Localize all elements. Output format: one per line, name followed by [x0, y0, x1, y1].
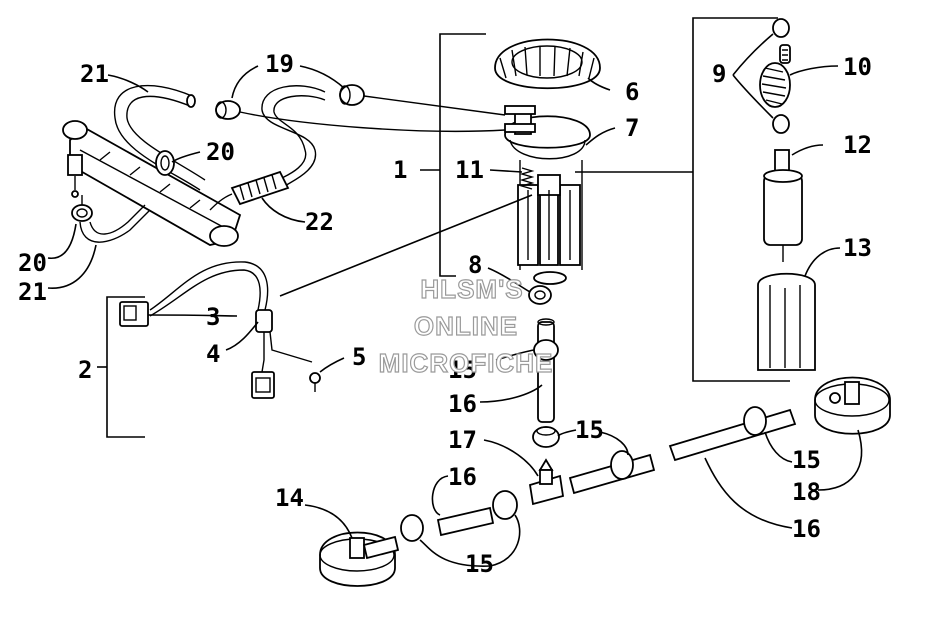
- callout-21-lower: 21: [18, 278, 47, 306]
- fuel-rail: [62, 120, 242, 247]
- callout-labels: 1 2 3 4 5 6 7 8 9 10 11 12 13 14 15 15 1…: [18, 50, 872, 578]
- fuel-line: [363, 95, 506, 116]
- callout-22: 22: [305, 208, 334, 236]
- watermark-line-3: MICROFICHE: [379, 348, 554, 378]
- connector-3: [119, 301, 149, 327]
- tee-fitting-17: [528, 458, 565, 506]
- callout-16-right: 16: [792, 515, 821, 543]
- callout-21-upper: 21: [80, 60, 109, 88]
- outlet-fitting-18: [814, 376, 891, 435]
- inlet-fitting-14: [319, 531, 400, 587]
- callout-5: 5: [352, 343, 366, 371]
- lock-ring-6: [494, 38, 601, 90]
- hose-clamp-20-lower: [71, 195, 93, 222]
- callout-15-right: 15: [792, 446, 821, 474]
- pump-flange-7: [504, 105, 591, 160]
- sleeve-15-left: [400, 514, 424, 542]
- spring-11: [519, 167, 535, 190]
- watermark-line-2: ONLINE: [414, 311, 518, 341]
- callout-8: 8: [468, 251, 482, 279]
- clamp-8: [528, 285, 552, 305]
- assembly-bracket-2: [97, 296, 145, 438]
- cap-9-lower: [772, 114, 790, 134]
- pump-sleeve-13: [757, 272, 816, 371]
- callout-12: 12: [843, 131, 872, 159]
- callout-3: 3: [206, 303, 220, 331]
- callout-16-left: 16: [448, 463, 477, 491]
- cap-9-upper: [772, 18, 790, 38]
- sleeve-15-mid: [492, 490, 518, 520]
- callout-20-upper: 20: [206, 138, 235, 166]
- wire-harness-4: [149, 194, 533, 373]
- hose-16-left: [436, 506, 495, 537]
- sleeve-15-right: [743, 406, 767, 436]
- fuel-pump-12: [763, 149, 803, 262]
- callout-16-vertical: 16: [448, 390, 477, 418]
- callout-4: 4: [206, 340, 220, 368]
- pump-bracket-assembly: [517, 160, 583, 285]
- callout-2: 2: [78, 356, 92, 384]
- hose-clamp-20-upper: [155, 150, 175, 176]
- callout-9: 9: [712, 60, 726, 88]
- assembly-bracket-1: [420, 33, 486, 277]
- watermark-line-1: HLSM'S: [420, 274, 523, 304]
- connector-4-lower: [251, 371, 275, 399]
- hose-sleeve-19-right: [339, 84, 365, 106]
- assembly-bracket-right: [575, 17, 790, 382]
- vent-line: [239, 111, 506, 133]
- callout-13: 13: [843, 234, 872, 262]
- callout-6: 6: [625, 78, 639, 106]
- sleeve-15-center: [610, 450, 634, 480]
- hose-sleeve-19-left: [215, 100, 241, 120]
- fuel-hose-21-lower: [79, 204, 151, 243]
- screw-5: [309, 372, 321, 392]
- sleeve-15-bottom-of-vertical: [532, 426, 560, 448]
- callout-14: 14: [275, 484, 304, 512]
- callout-1: 1: [393, 156, 407, 184]
- callout-15-sleeve: 15: [575, 416, 604, 444]
- callout-10: 10: [843, 53, 872, 81]
- callout-17: 17: [448, 426, 477, 454]
- callout-7: 7: [625, 114, 639, 142]
- callout-20-lower: 20: [18, 249, 47, 277]
- watermark: HLSM'S ONLINE MICROFICHE: [378, 273, 554, 378]
- callout-11: 11: [455, 156, 484, 184]
- fuel-hose-22: [209, 85, 326, 211]
- callout-18: 18: [792, 478, 821, 506]
- leader-lines: [47, 33, 863, 567]
- filter-10: [759, 44, 791, 108]
- callout-15-bottom: 15: [465, 550, 494, 578]
- callout-15-top: 15: [448, 356, 477, 384]
- callout-19: 19: [265, 50, 294, 78]
